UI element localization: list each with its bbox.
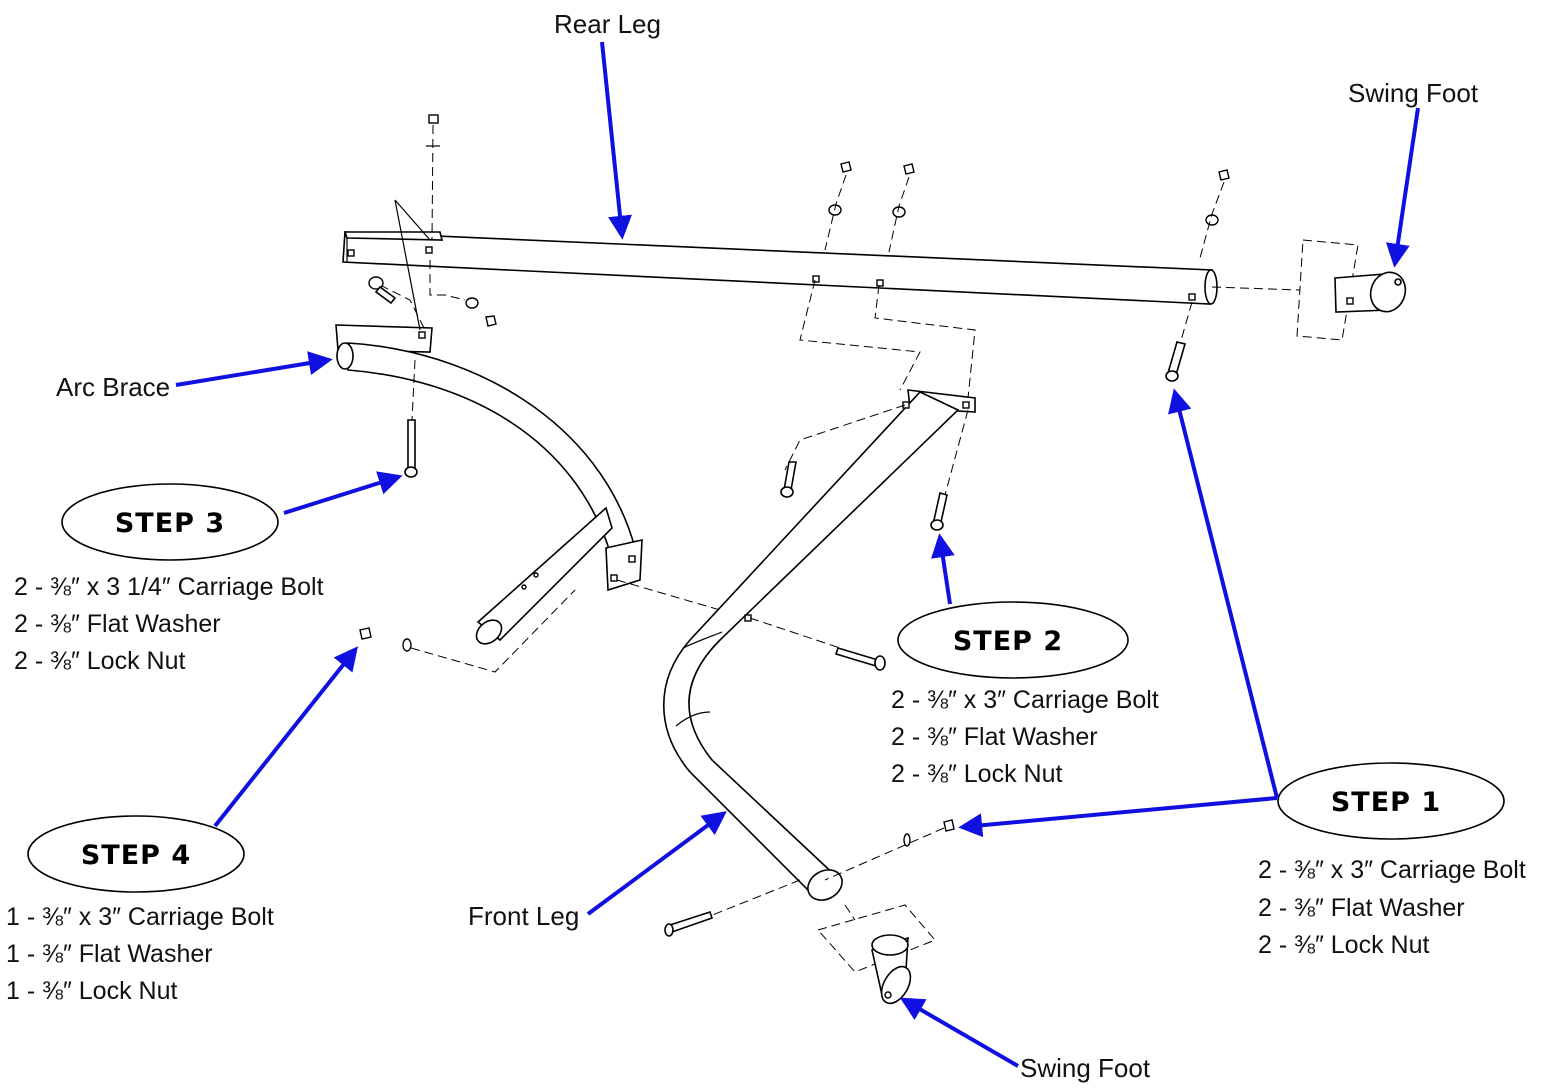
rear-leg-label: Rear Leg [554, 9, 661, 39]
arc-brace-label: Arc Brace [56, 372, 170, 402]
arrow-rear-leg [600, 41, 632, 240]
rear-leg-bolt [1165, 301, 1193, 382]
arc-brace-part [335, 324, 643, 645]
arrow-step-2 [931, 533, 955, 605]
swing-foot-top-label: Swing Foot [1348, 78, 1479, 108]
callout-arrows [175, 41, 1420, 1068]
swing-foot-bottom-label: Swing Foot [1020, 1053, 1151, 1083]
step-2-callout: STEP 2 [897, 601, 1129, 679]
step-2-part-nut: 2 - ⅜″ Lock Nut [891, 760, 1062, 788]
arrow-arc-brace [175, 351, 333, 387]
arc-brace-hardware [359, 199, 721, 673]
step-3-callout: STEP 3 [61, 483, 279, 561]
front-leg-part [663, 389, 976, 901]
step-4-parts-list: 1 - ⅜″ x 3″ Carriage Bolt 1 - ⅜″ Flat Wa… [6, 903, 274, 1005]
step-4-part-washer: 1 - ⅜″ Flat Washer [6, 940, 213, 968]
step-4-part-bolt: 1 - ⅜″ x 3″ Carriage Bolt [6, 903, 274, 931]
step-2-parts-list: 2 - ⅜″ x 3″ Carriage Bolt 2 - ⅜″ Flat Wa… [891, 686, 1159, 788]
arrow-step-3 [283, 471, 403, 515]
arrow-swing-foot-bottom [899, 997, 1020, 1068]
step-3-title: STEP 3 [115, 508, 225, 539]
step-2-title: STEP 2 [953, 626, 1063, 657]
step-4-title: STEP 4 [81, 840, 191, 871]
swing-foot-bottom-part [817, 904, 936, 1005]
arrow-step-4 [213, 646, 358, 828]
swing-foot-top-part [1211, 239, 1407, 341]
step-3-parts-list: 2 - ⅜″ x 3 1/4″ Carriage Bolt 2 - ⅜″ Fla… [14, 573, 324, 675]
step-1-parts-list: 2 - ⅜″ x 3″ Carriage Bolt 2 - ⅜″ Flat Wa… [1258, 856, 1526, 959]
step-1-part-bolt: 2 - ⅜″ x 3″ Carriage Bolt [1258, 856, 1526, 884]
step-3-part-washer: 2 - ⅜″ Flat Washer [14, 610, 221, 638]
step-4-callout: STEP 4 [27, 815, 245, 893]
rear-leg-hardware [426, 114, 1230, 259]
arrow-step-1-nut [958, 796, 1278, 838]
step-1-title: STEP 1 [1331, 787, 1441, 818]
step-2-part-washer: 2 - ⅜″ Flat Washer [891, 723, 1098, 751]
front-leg-label: Front Leg [468, 901, 579, 931]
arrow-front-leg [586, 811, 727, 916]
step-4-part-nut: 1 - ⅜″ Lock Nut [6, 977, 177, 1005]
arrow-swing-foot-top [1385, 107, 1420, 268]
step-3-part-bolt: 2 - ⅜″ x 3 1/4″ Carriage Bolt [14, 573, 324, 601]
step-3-part-nut: 2 - ⅜″ Lock Nut [14, 647, 185, 675]
step-2-part-bolt: 2 - ⅜″ x 3″ Carriage Bolt [891, 686, 1159, 714]
front-leg-hardware [664, 279, 976, 937]
step-1-part-nut: 2 - ⅜″ Lock Nut [1258, 931, 1429, 959]
step-1-part-washer: 2 - ⅜″ Flat Washer [1258, 894, 1465, 922]
step-1-callout: STEP 1 [1277, 762, 1505, 840]
rear-leg-part [342, 231, 1218, 305]
arrow-step-1-bolt [1168, 388, 1279, 799]
